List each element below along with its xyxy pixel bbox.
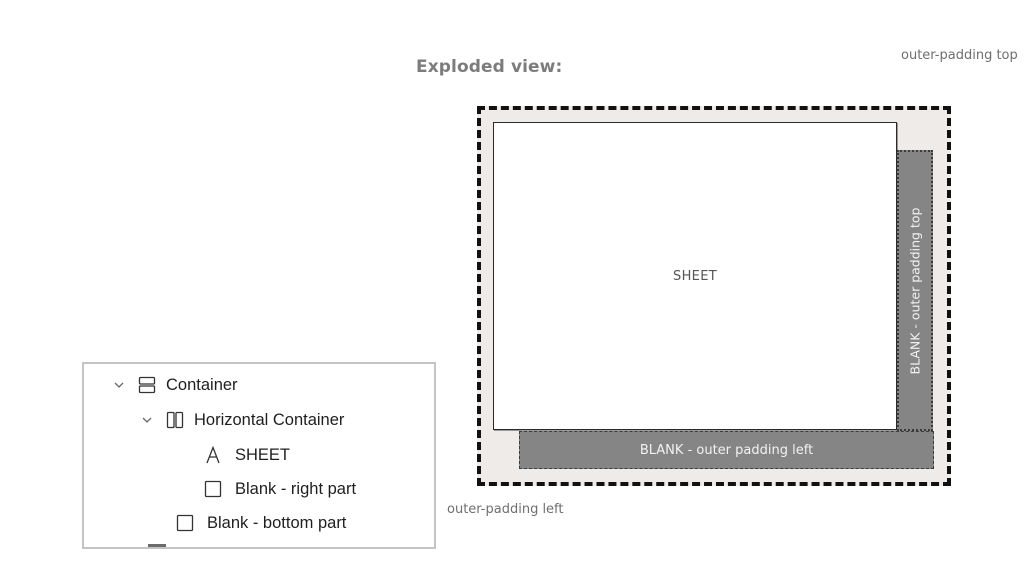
tree-item-container[interactable]: Container (112, 372, 238, 398)
exploded-view-title: Exploded view: (416, 57, 563, 77)
sheet-label: SHEET (673, 268, 717, 284)
chevron-down-icon[interactable] (112, 382, 126, 389)
text-a-icon (202, 445, 224, 465)
tree-item-label: Horizontal Container (194, 410, 345, 429)
blank-square-icon (174, 513, 196, 533)
outer-padding-left-annotation: outer-padding left (447, 502, 564, 517)
tree-item-label: Blank - bottom part (207, 513, 347, 532)
blank-bottom-block: BLANK - outer padding left (519, 431, 934, 469)
tree-item-blank-bottom[interactable]: Blank - bottom part (174, 510, 346, 536)
tree-item-label: Blank - right part (235, 479, 357, 498)
vertical-container-icon (136, 375, 158, 395)
blank-right-label: BLANK - outer padding top (907, 207, 923, 374)
tree-item-label: SHEET (235, 445, 291, 464)
blank-bottom-label: BLANK - outer padding left (639, 442, 814, 458)
layout-tree-panel: Container Horizontal Container SHEET Bla… (82, 362, 436, 549)
tree-item-label: Container (166, 375, 238, 394)
blank-square-icon (202, 479, 224, 499)
truncated-item-fragment (148, 544, 166, 547)
tree-item-horizontal-container[interactable]: Horizontal Container (140, 407, 344, 433)
sheet-block: SHEET (493, 122, 897, 430)
tree-item-sheet[interactable]: SHEET (202, 442, 290, 468)
horizontal-container-icon (164, 410, 186, 430)
chevron-down-icon[interactable] (140, 417, 154, 424)
outer-padding-top-annotation: outer-padding top (901, 48, 1018, 63)
blank-right-block: BLANK - outer padding top (897, 150, 933, 431)
tree-item-blank-right[interactable]: Blank - right part (202, 476, 356, 502)
